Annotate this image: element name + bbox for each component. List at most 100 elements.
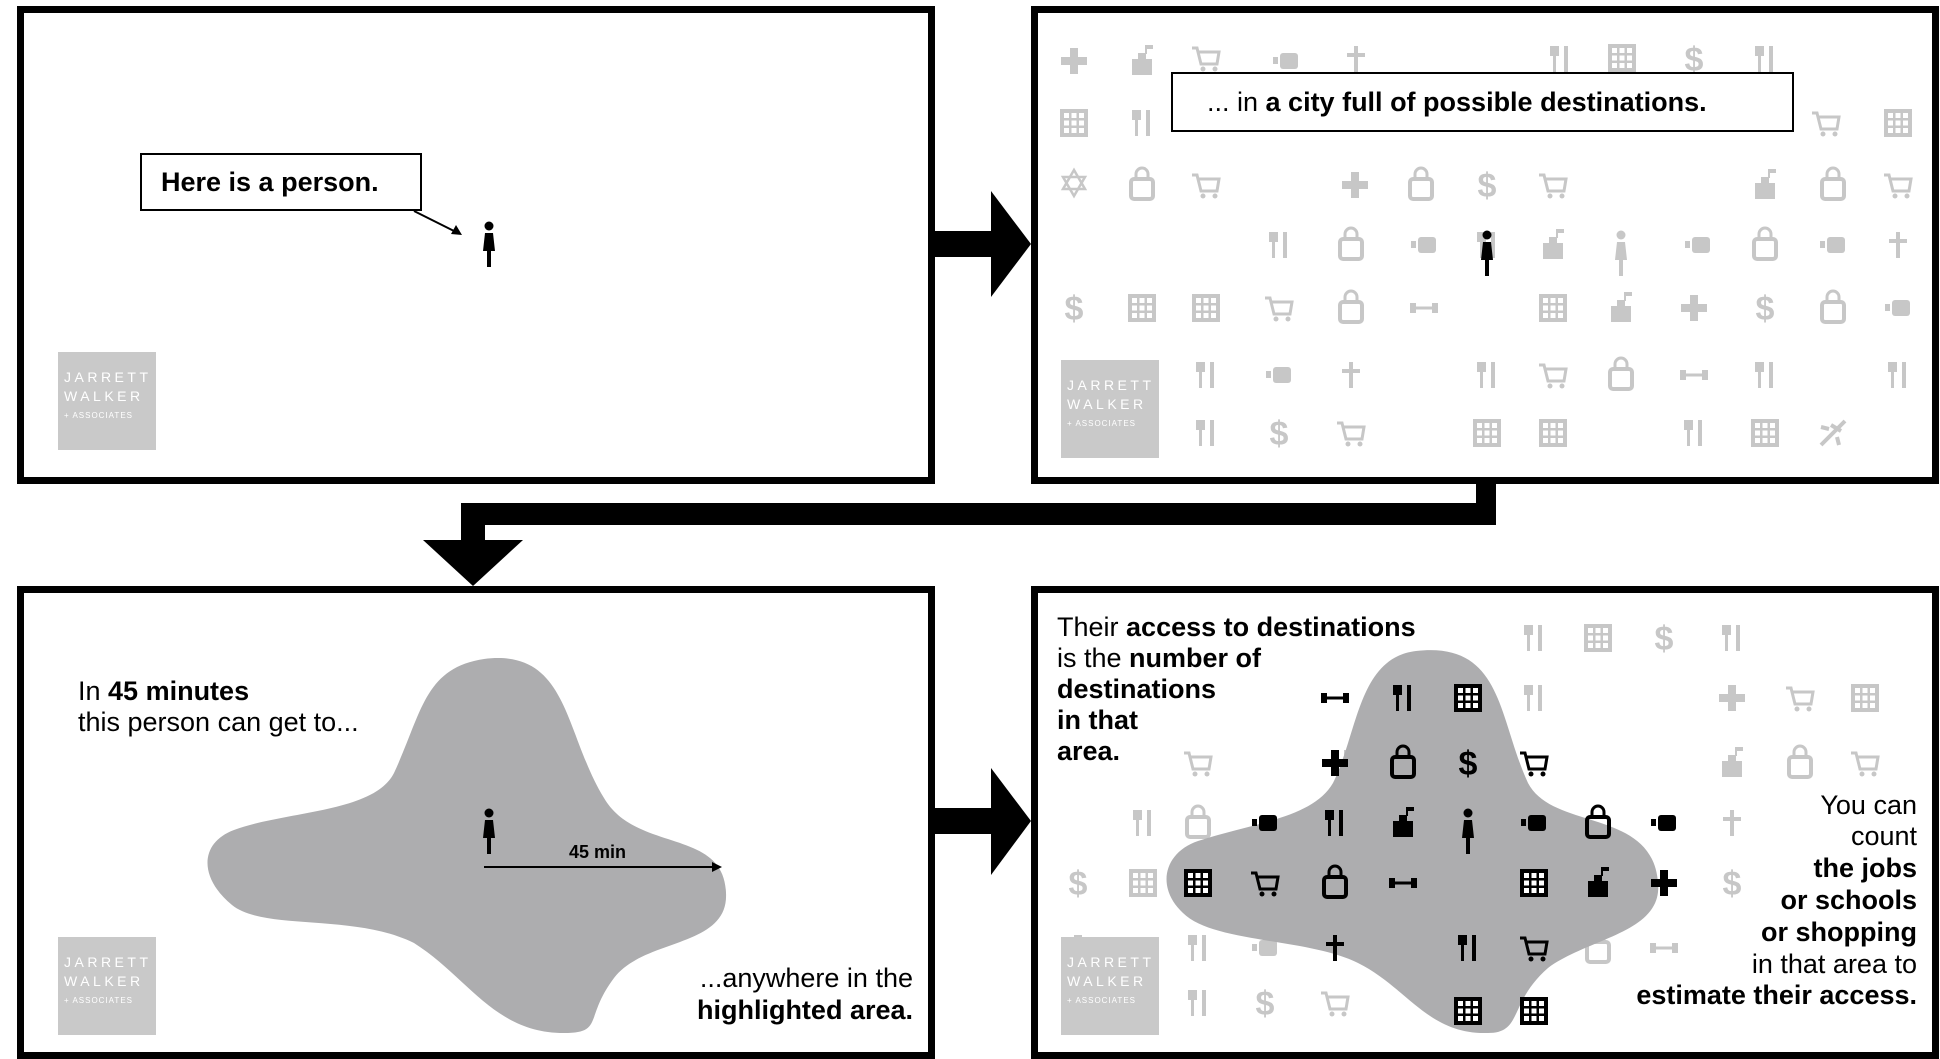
church-icon	[1326, 935, 1344, 961]
grocery-cart-icon	[1337, 421, 1366, 447]
school-icon	[1132, 45, 1153, 75]
grocery-cart-icon	[1321, 991, 1350, 1017]
grocery-cart-icon	[1184, 751, 1213, 777]
hospital-icon	[1342, 172, 1368, 198]
office-building-icon	[1520, 997, 1548, 1025]
grocery-cart-icon	[1884, 173, 1913, 199]
grocery-cart-icon	[1539, 173, 1568, 199]
office-building-icon	[1608, 44, 1636, 72]
svg-text:$: $	[1065, 290, 1084, 328]
office-building-icon	[1129, 869, 1157, 897]
arrow-p3-to-p4	[935, 768, 1031, 875]
restaurant-icon	[1755, 46, 1773, 72]
hospital-icon	[1719, 685, 1745, 711]
gym-icon	[1389, 878, 1417, 888]
restaurant-icon	[1477, 232, 1495, 258]
count-text-4: or schools	[1780, 885, 1917, 915]
grocery-cart-icon	[1851, 751, 1880, 777]
school-icon	[1543, 229, 1564, 259]
person-callout: Here is a person.	[140, 153, 422, 211]
hospital-icon	[1681, 295, 1707, 321]
coffee-cup-icon	[1252, 940, 1277, 956]
hospital-icon	[1061, 48, 1087, 74]
bank-dollar-icon: $	[1459, 745, 1478, 783]
church-icon	[1347, 46, 1365, 72]
count-text-3: the jobs	[1813, 853, 1917, 883]
school-icon	[1611, 292, 1632, 322]
restaurant-icon	[1196, 362, 1214, 388]
bank-dollar-icon: $	[1256, 985, 1275, 1023]
person-icon	[483, 221, 495, 267]
panel-45-minutes: 45 min In 45 minutes this person can get…	[17, 586, 935, 1059]
travel-area-blob	[1166, 650, 1659, 1034]
hospital-icon	[1322, 750, 1348, 776]
bank-dollar-icon: $	[1069, 865, 1088, 903]
person-icon	[1615, 230, 1627, 276]
person-icon	[1462, 808, 1474, 854]
svg-text:$: $	[1655, 620, 1674, 658]
office-building-icon	[1128, 294, 1156, 322]
school-icon	[1722, 747, 1743, 777]
access-text-3: destinations	[1057, 674, 1217, 704]
bank-dollar-icon: $	[1756, 290, 1775, 328]
count-text-6: in that area to	[1751, 949, 1917, 979]
school-icon	[1588, 867, 1609, 897]
office-building-icon	[1473, 419, 1501, 447]
restaurant-icon	[1755, 362, 1773, 388]
bank-dollar-icon: $	[1478, 167, 1497, 205]
bank-dollar-icon: $	[1065, 290, 1084, 328]
svg-text:$: $	[1459, 745, 1478, 783]
church-icon	[1889, 232, 1907, 258]
grocery-cart-icon	[1251, 871, 1280, 897]
coffee-cup-icon	[1273, 53, 1298, 69]
restaurant-icon	[1722, 625, 1740, 651]
restaurant-icon	[1188, 935, 1206, 961]
office-building-icon	[1060, 109, 1088, 137]
time-text-line2: this person can get to...	[78, 707, 359, 737]
restaurant-icon	[1393, 685, 1411, 711]
restaurant-icon	[1524, 685, 1542, 711]
office-building-icon	[1751, 419, 1779, 447]
coffee-cup-icon	[1885, 300, 1910, 316]
arrow-p1-to-p2	[935, 191, 1031, 297]
svg-text:$: $	[1069, 865, 1088, 903]
restaurant-icon	[1269, 232, 1287, 258]
gym-icon	[1321, 693, 1349, 703]
grocery-cart-icon	[1192, 173, 1221, 199]
pointer-arrow	[413, 210, 462, 235]
person-icon	[483, 808, 495, 854]
school-icon	[1755, 169, 1776, 199]
restaurant-icon	[1524, 625, 1542, 651]
church-icon	[1723, 810, 1741, 836]
grocery-cart-icon	[1192, 46, 1221, 72]
grocery-cart-icon	[1539, 363, 1568, 389]
restaurant-icon	[1550, 46, 1568, 72]
shopping-bag-icon	[1752, 226, 1778, 261]
airport-icon	[1819, 419, 1847, 447]
access-text-2: is the number of	[1057, 643, 1262, 673]
access-text-1: Their access to destinations	[1057, 612, 1416, 642]
grocery-cart-icon	[1786, 686, 1815, 712]
office-building-icon	[1454, 997, 1482, 1025]
area-text: ...anywhere in the	[699, 963, 913, 993]
radius-label: 45 min	[569, 842, 627, 862]
city-callout: ... in a city full of possible destinati…	[1171, 72, 1794, 132]
count-text-7: estimate their access.	[1636, 980, 1917, 1010]
time-text: In 45 minutes	[78, 676, 250, 706]
restaurant-icon	[1188, 990, 1206, 1016]
office-building-icon	[1454, 684, 1482, 712]
count-text-1: You can	[1820, 790, 1917, 820]
bank-dollar-icon: $	[1685, 41, 1704, 79]
coffee-cup-icon	[1685, 237, 1710, 253]
svg-text:$: $	[1723, 865, 1742, 903]
access-text-4: in that	[1057, 705, 1138, 735]
shopping-bag-icon	[1338, 226, 1364, 261]
arrow-p2-to-p3	[423, 484, 1496, 586]
bank-dollar-icon: $	[1723, 865, 1742, 903]
gym-icon	[1680, 370, 1708, 380]
coffee-cup-icon	[1651, 815, 1676, 831]
shopping-bag-icon	[1820, 166, 1846, 201]
